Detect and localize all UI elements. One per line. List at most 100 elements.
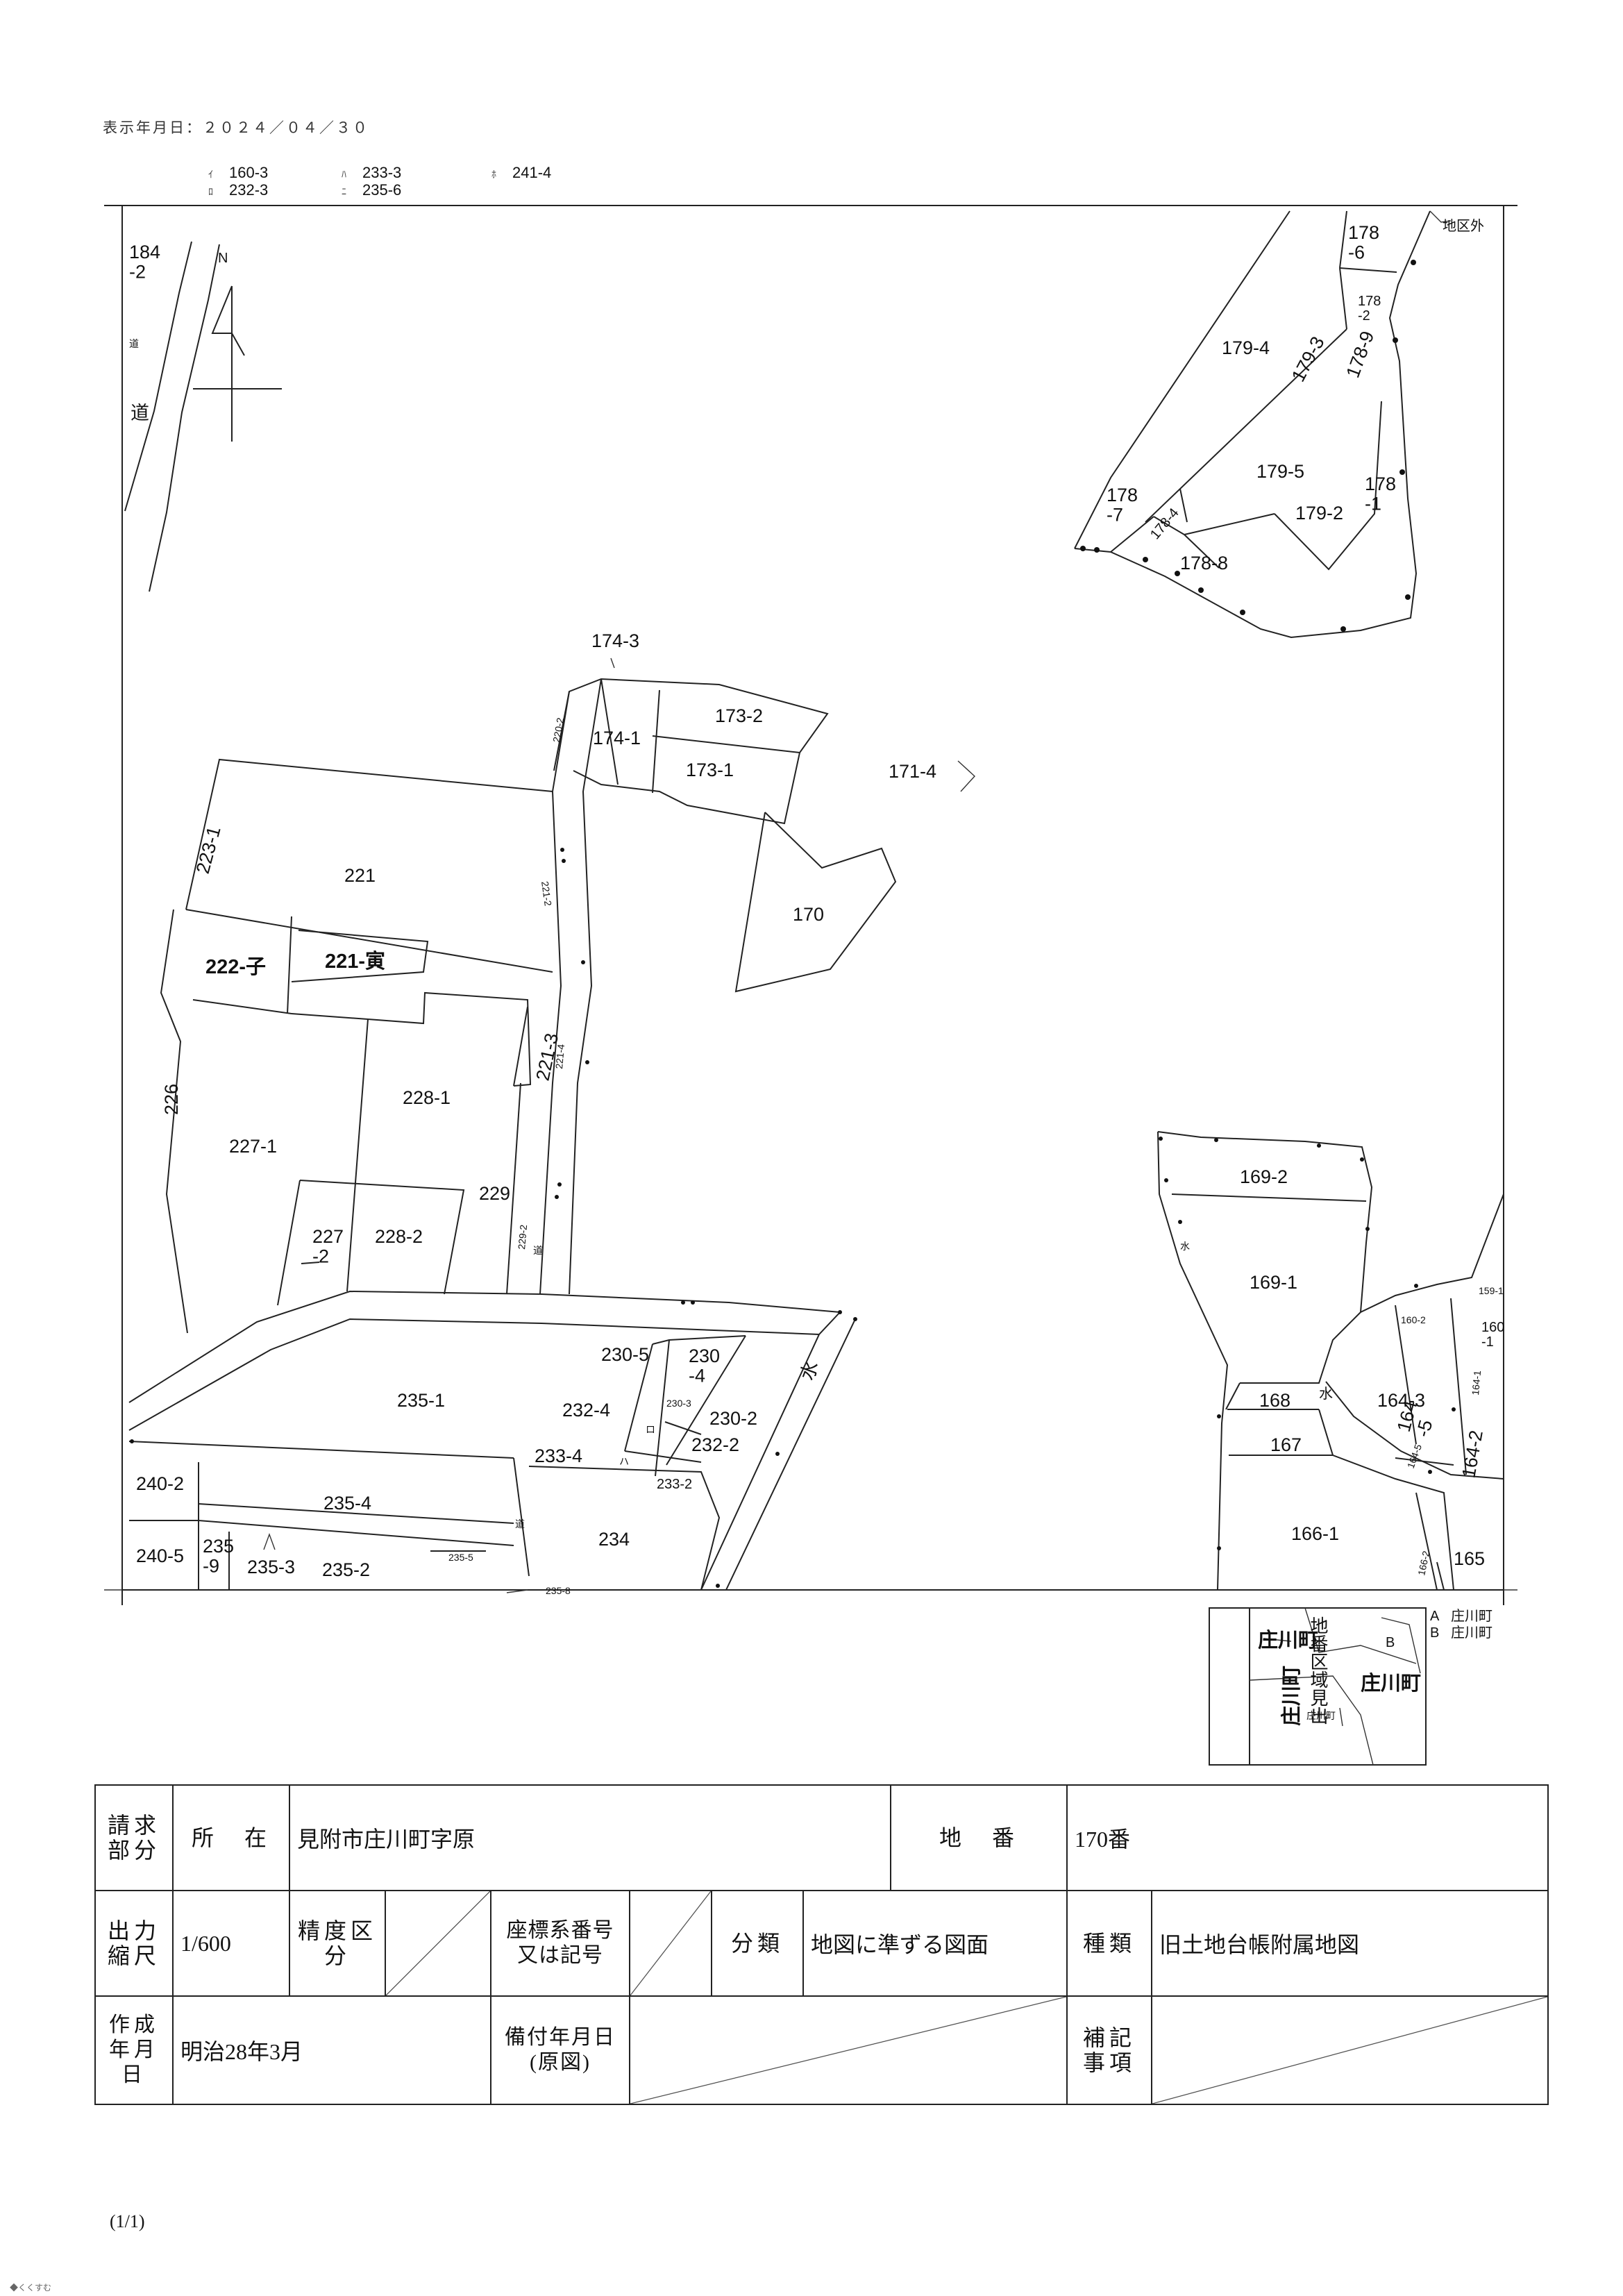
- installed-date-value: [628, 1995, 1068, 2105]
- svg-text:160-1: 160-1: [1481, 1320, 1504, 1350]
- inset-legend-value: 庄川町: [1451, 1608, 1492, 1624]
- svg-text:179-4: 179-4: [1222, 337, 1270, 358]
- inset-area-label: 庄川町: [1258, 1628, 1318, 1652]
- parcel-label: 173-1: [686, 760, 734, 780]
- parcel-label: 230-4: [689, 1346, 720, 1386]
- water-label: 水: [1319, 1386, 1333, 1402]
- parcel-label: 184-2: [129, 242, 160, 282]
- parcel-label: 179-3: [1288, 333, 1329, 385]
- road-center: [539, 678, 602, 1295]
- svg-text:232-4: 232-4: [562, 1400, 610, 1421]
- header-location: 所 在: [172, 1784, 290, 1891]
- header-precision: 精度区分: [289, 1890, 386, 1997]
- parcel-label: 178-2: [1358, 294, 1381, 324]
- svg-text:221: 221: [344, 865, 376, 886]
- svg-text:173-1: 173-1: [686, 760, 734, 780]
- road-label: 道: [131, 403, 149, 424]
- page-indicator: (1/1): [110, 2211, 145, 2231]
- svg-text:184-2: 184-2: [129, 242, 160, 282]
- svg-text:235-3: 235-3: [247, 1557, 295, 1577]
- svg-text:229-2: 229-2: [516, 1224, 529, 1250]
- parcel-label: 230-2: [709, 1408, 757, 1429]
- header-scale: 出力縮尺: [94, 1890, 174, 1997]
- inset-area-label: 庄川町: [1279, 1666, 1303, 1726]
- svg-text:229: 229: [479, 1183, 510, 1204]
- svg-text:233-4: 233-4: [535, 1446, 582, 1466]
- parcel-label: 169-2: [1240, 1166, 1288, 1187]
- parcel-label: 179-2: [1295, 503, 1343, 523]
- svg-text:235-5: 235-5: [448, 1552, 473, 1563]
- parcel-label: 174-1: [593, 728, 641, 748]
- parcel-label: 221: [344, 865, 376, 886]
- svg-text:235-4: 235-4: [323, 1493, 371, 1514]
- parcel-label: 178-8: [1180, 553, 1228, 573]
- parcel-label: 235-3: [247, 1557, 295, 1577]
- svg-text:171-4: 171-4: [889, 761, 936, 782]
- svg-text:174-3: 174-3: [591, 630, 639, 651]
- parcel-label: 167: [1270, 1434, 1302, 1455]
- parcel-label: 240-5: [136, 1545, 184, 1566]
- header-requested-part: 請求部分: [94, 1784, 174, 1891]
- parcel-label: 228-1: [403, 1087, 451, 1108]
- parcel-label: 232-2: [691, 1434, 739, 1455]
- svg-text:220-2: 220-2: [550, 717, 566, 743]
- header-coordinate-system: 座標系番号又は記号: [490, 1890, 630, 1997]
- parcel-label: 178-4: [1147, 505, 1182, 542]
- svg-text:167: 167: [1270, 1434, 1302, 1455]
- svg-text:221-4: 221-4: [553, 1044, 566, 1069]
- svg-text:232-2: 232-2: [691, 1434, 739, 1455]
- svg-text:240-2: 240-2: [136, 1473, 184, 1494]
- svg-text:166-1: 166-1: [1291, 1523, 1339, 1544]
- parcel-label: 165: [1454, 1548, 1485, 1569]
- svg-text:235-1: 235-1: [397, 1390, 445, 1411]
- parcel-label: 164-3: [1377, 1390, 1425, 1411]
- svg-text:179-5: 179-5: [1256, 461, 1304, 482]
- svg-text:178-7: 178-7: [1107, 485, 1138, 525]
- parcel-label: 178-1: [1365, 474, 1396, 514]
- svg-text:168: 168: [1259, 1390, 1290, 1411]
- svg-text:178-9: 178-9: [1342, 328, 1378, 380]
- lot-number-value: 170番: [1066, 1784, 1549, 1891]
- road-label: 道: [533, 1245, 543, 1256]
- classification-value: 地図に準ずる図面: [802, 1890, 1068, 1997]
- svg-text:178-1: 178-1: [1365, 474, 1396, 514]
- parcels-lower-right: [1157, 1131, 1504, 1591]
- parcel-label: 232-4: [562, 1400, 610, 1421]
- inset-legend-key: B: [1430, 1625, 1439, 1641]
- svg-text:178-2: 178-2: [1358, 294, 1381, 324]
- coordinate-value: [629, 1890, 712, 1997]
- parcel-label: 173-2: [715, 705, 763, 726]
- parcel-label: 234: [598, 1529, 630, 1550]
- water-label: 水: [1180, 1241, 1190, 1252]
- parcels-center: [553, 657, 975, 993]
- parcel-label: 235-5: [448, 1552, 473, 1563]
- north-label: N: [218, 251, 228, 266]
- svg-text:166-2: 166-2: [1415, 1550, 1431, 1577]
- svg-text:179-2: 179-2: [1295, 503, 1343, 523]
- svg-text:235-2: 235-2: [322, 1559, 370, 1580]
- display-date: 表示年月日：２０２４／０４／３０: [103, 120, 369, 136]
- svg-text:ハ: ハ: [619, 1456, 629, 1467]
- info-table: 請求部分 所 在 見附市庄川町字原 地 番 170番 出力縮尺 1/600 精度…: [94, 1784, 1549, 2105]
- header-installed-date: 備付年月日(原図): [490, 1995, 630, 2105]
- supplementary-notes-value: [1151, 1995, 1549, 2105]
- svg-text:164-5: 164-5: [1405, 1443, 1424, 1470]
- svg-text:223-1: 223-1: [192, 824, 225, 875]
- svg-text:178-8: 178-8: [1180, 553, 1228, 573]
- parcel-labels: 184-2 178-6 178-2 179-4 179-3 178-9 179-…: [129, 222, 1504, 1596]
- svg-text:160-2: 160-2: [1401, 1314, 1426, 1325]
- svg-text:174-1: 174-1: [593, 728, 641, 748]
- created-date-value: 明治28年3月: [172, 1995, 491, 2105]
- svg-text:230-3: 230-3: [666, 1398, 691, 1409]
- parcels-left-center: [160, 758, 553, 1334]
- svg-text:170: 170: [793, 904, 824, 925]
- outside-district-label: 地区外: [1443, 218, 1484, 234]
- precision-value: [385, 1890, 491, 1997]
- svg-text:235-8: 235-8: [546, 1585, 571, 1596]
- header-type: 種類: [1066, 1890, 1153, 1997]
- parcel-label: 179-4: [1222, 337, 1270, 358]
- parcel-label: 221-4: [553, 1044, 566, 1069]
- parcel-label: 178-7: [1107, 485, 1138, 525]
